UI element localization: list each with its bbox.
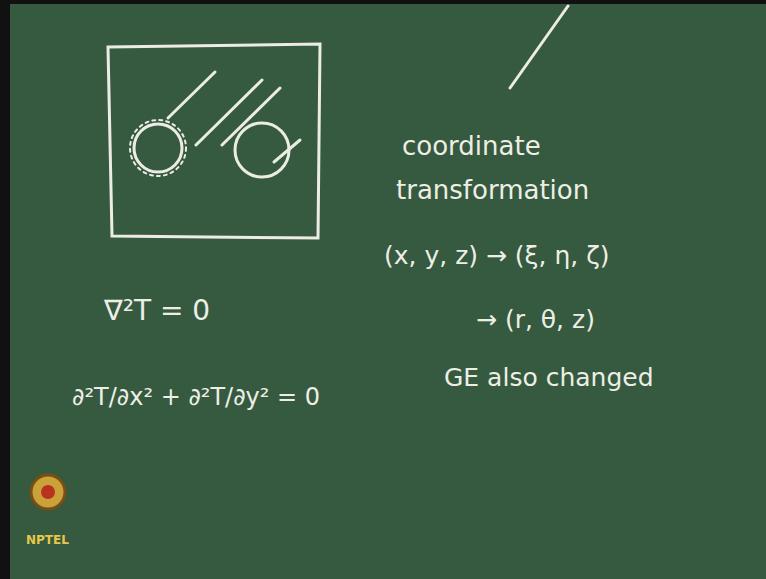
note-text: coordinate — [402, 132, 541, 161]
coordinate-mapping: (x, y, z) → (ξ, η, ζ) — [384, 242, 610, 270]
hatch-line — [222, 88, 280, 145]
note-text: GE also changed — [444, 364, 654, 392]
hole-circle — [134, 124, 182, 172]
hole-circle — [235, 123, 289, 177]
hatch-line — [168, 72, 215, 118]
hole-fuzzy-boundary — [130, 120, 186, 176]
chalk-line — [510, 6, 568, 88]
chalkboard — [10, 4, 766, 579]
nptel-logo — [31, 475, 65, 509]
coordinate-mapping: → (r, θ, z) — [476, 306, 595, 334]
plate-outline — [108, 44, 320, 238]
governing-equation: ∂²T/∂x² + ∂²T/∂y² = 0 — [72, 384, 320, 410]
note-text: transformation — [396, 176, 589, 205]
governing-equation: ∇²T = 0 — [104, 296, 210, 327]
logo-text: NPTEL — [26, 534, 69, 547]
hatch-line — [196, 80, 262, 145]
hatch-line — [274, 140, 300, 162]
